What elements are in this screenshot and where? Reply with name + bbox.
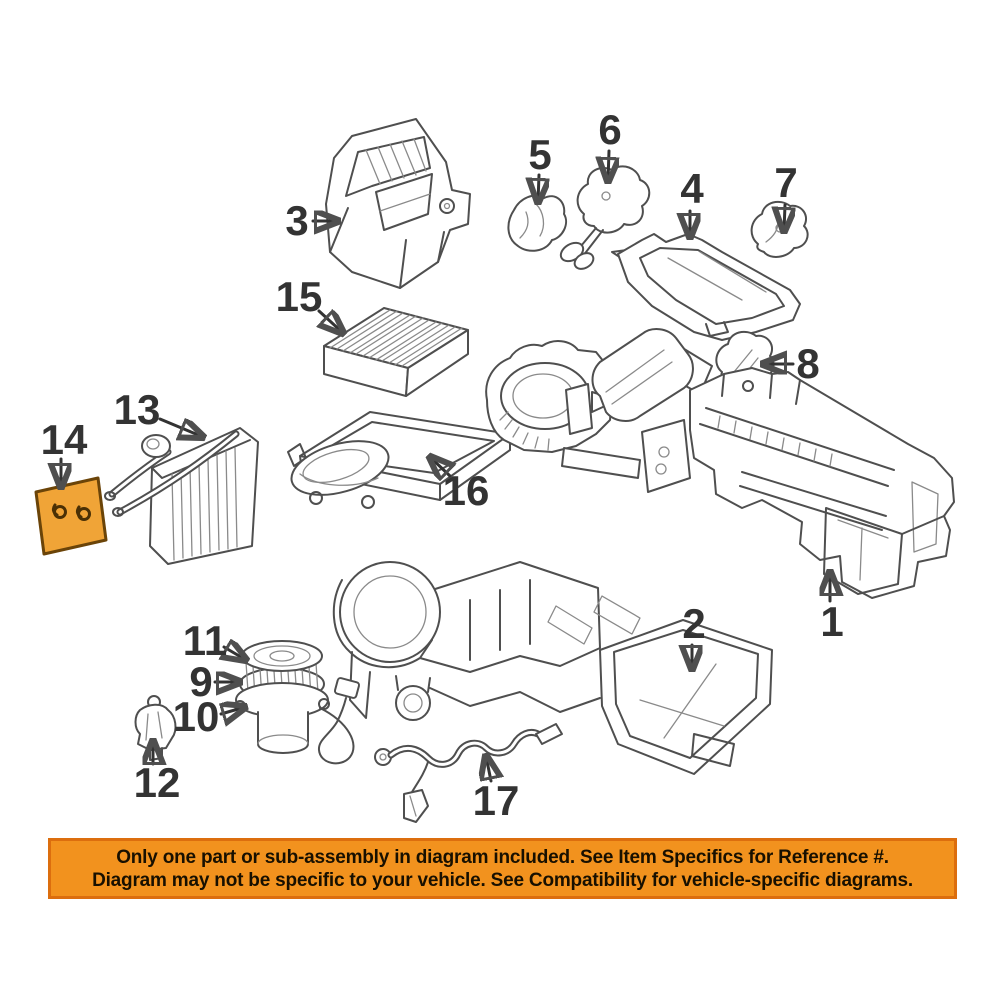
part-3-air-inlet-housing-drawing bbox=[325, 118, 471, 289]
callout-10: 10 bbox=[172, 693, 220, 740]
callout-11: 11 bbox=[182, 617, 228, 664]
part-16-filter-tray-drawing bbox=[287, 411, 511, 509]
part-2-lower-hvac-housing-drawing bbox=[332, 561, 773, 775]
callout-14: 14 bbox=[40, 416, 88, 463]
callout-8: 8 bbox=[796, 340, 820, 387]
callout-12: 12 bbox=[133, 759, 181, 806]
part-13-evaporator-core-drawing bbox=[104, 427, 259, 565]
callout-arrows bbox=[61, 149, 830, 783]
disclaimer-banner: Only one part or sub-assembly in diagram… bbox=[48, 838, 957, 899]
part-15-cabin-air-filter-drawing bbox=[323, 307, 469, 397]
callout-7: 7 bbox=[774, 159, 798, 206]
disclaimer-line-2: Diagram may not be specific to your vehi… bbox=[92, 869, 913, 891]
part-1-upper-hvac-housing-drawing bbox=[485, 328, 955, 599]
part-9-10-11-blower-motor-drawing bbox=[234, 640, 361, 765]
callout-9: 9 bbox=[189, 658, 213, 705]
part-12-resistor-drawing bbox=[134, 695, 177, 761]
callout-1: 1 bbox=[820, 598, 844, 645]
callout-13: 13 bbox=[113, 386, 161, 433]
callout-15: 15 bbox=[275, 273, 323, 320]
part-7-actuator-drawing bbox=[750, 200, 809, 258]
part-14-highlighted-plate-drawing bbox=[34, 476, 108, 556]
callout-5: 5 bbox=[528, 131, 552, 178]
callout-6: 6 bbox=[598, 106, 622, 153]
disclaimer-line-1: Only one part or sub-assembly in diagram… bbox=[116, 846, 889, 868]
part-4-floor-duct-drawing bbox=[611, 233, 801, 341]
callout-2: 2 bbox=[682, 600, 706, 647]
part-17-wiring-harness-drawing bbox=[374, 723, 563, 823]
callout-16: 16 bbox=[442, 467, 490, 514]
part-5-actuator-drawing bbox=[507, 194, 568, 252]
callout-4: 4 bbox=[680, 165, 704, 212]
callout-3: 3 bbox=[285, 197, 309, 244]
callout-17: 17 bbox=[472, 777, 520, 824]
